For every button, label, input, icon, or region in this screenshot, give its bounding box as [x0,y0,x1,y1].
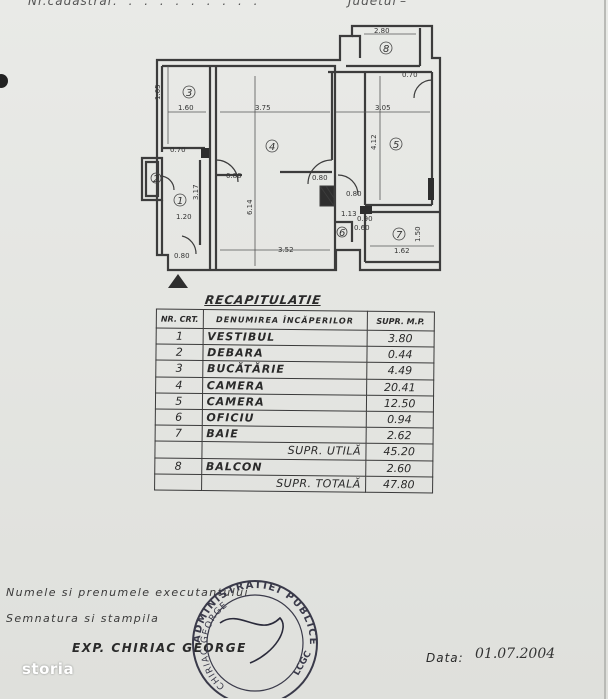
cadastral-dots: . . . . . . . . . . [113,0,262,8]
row-nr: 7 [155,425,202,442]
dim-label: 0.70 [402,71,418,79]
row-name: VESTIBUL [202,328,367,347]
row-name: BALCON [201,458,366,476]
dim-label: 1.62 [394,247,410,255]
dim-label: 0.60 [354,224,370,232]
header-nr: NR. CRT. [156,309,204,329]
recap-table: NR. CRT. DENUMIREA ÎNCĂPERILOR SUPR. M.P… [154,309,435,494]
row-name: CAMERA [202,393,367,412]
row-area: 0.44 [366,346,434,364]
room-number-2: 2 [153,174,159,185]
row-area: 2.60 [365,459,433,477]
date-label: Data: [426,651,464,665]
row-name: CAMERA [202,377,367,396]
dim-label: 3.75 [255,104,271,112]
subtotal-label: SUPR. UTILĂ [201,441,366,460]
dim-label: 0.80 [346,190,362,198]
room-number-5: 5 [393,140,399,151]
row-area: 20.41 [366,378,434,396]
header-name: DENUMIREA ÎNCĂPERILOR [202,309,368,331]
dim-label: 0.80 [226,172,242,180]
dim-label: 3.52 [278,246,294,254]
room-number-7: 7 [396,230,403,241]
page-edge [604,0,606,699]
total-area: 47.80 [365,475,433,493]
row-nr: 5 [155,392,203,410]
row-area: 3.80 [366,330,434,348]
dim-label: 1.50 [414,226,422,242]
room-number-6: 6 [339,228,345,239]
executant-name-label: Numele si prenumele executantului [6,586,249,599]
row-area: 12.50 [366,395,434,412]
row-nr: 4 [155,376,203,394]
expert-name: EXP. CHIRIAC GEORGE [72,641,247,655]
dim-label: 3.05 [375,104,391,112]
row-nr: 8 [154,457,202,475]
dim-label: 0.70 [170,146,186,154]
punch-hole [0,74,8,88]
row-area: 4.49 [366,362,434,380]
storia-logo: storia [22,660,75,678]
row-nr: 3 [155,360,203,378]
row-area: 0.94 [365,411,434,429]
judet-dash: – [400,0,407,8]
dim-label: 0.80 [174,252,190,260]
row-nr: 1 [156,328,203,345]
cadastral-label: Nr.cadastral [28,0,113,8]
row-nr: 6 [155,408,203,426]
dim-label: 6.14 [246,199,254,215]
total-label: SUPR. TOTALĂ [201,474,366,493]
row-name: OFICIU [201,409,367,428]
row-name: BAIE [201,425,366,444]
room-number-1: 1 [177,196,183,207]
signature-label: Semnatura si stampila [6,612,160,625]
stamp-code: LCGC [292,649,314,677]
dim-label: 2.80 [374,27,390,35]
dim-label: 0.90 [357,215,373,223]
dim-label: 1.65 [154,84,162,100]
subtotal-area: 45.20 [365,443,433,461]
dim-label: 0.80 [312,174,328,182]
dim-label: 3.17 [192,184,200,200]
judet-label: Judetul [348,0,397,8]
row-nr: 2 [155,344,203,361]
row-name: DEBARA [202,344,367,363]
room-number-4: 4 [269,142,275,153]
dim-label: 1.60 [178,104,194,112]
room-number-3: 3 [186,88,192,99]
total-row: SUPR. TOTALĂ 47.80 [154,473,433,493]
row-area: 2.62 [365,427,433,445]
dim-label: 1.13 [341,210,357,218]
room-number-8: 8 [383,44,389,55]
row-name: BUCĂTĂRIE [202,360,367,379]
official-stamp: ADMINISTRATIEI PUBLICE CHIRIAC GEORGE LC… [192,580,318,698]
header-area: SUPR. M.P. [366,311,435,331]
recap-title: RECAPITULATIE [204,293,323,307]
dim-label: 1.20 [176,213,192,221]
date-value: 01.07.2004 [475,646,556,662]
dim-label: 4.12 [370,134,378,150]
floor-plan: 2.80 0.70 1.65 1.60 3.75 3.05 0.70 6.14 … [140,24,442,288]
